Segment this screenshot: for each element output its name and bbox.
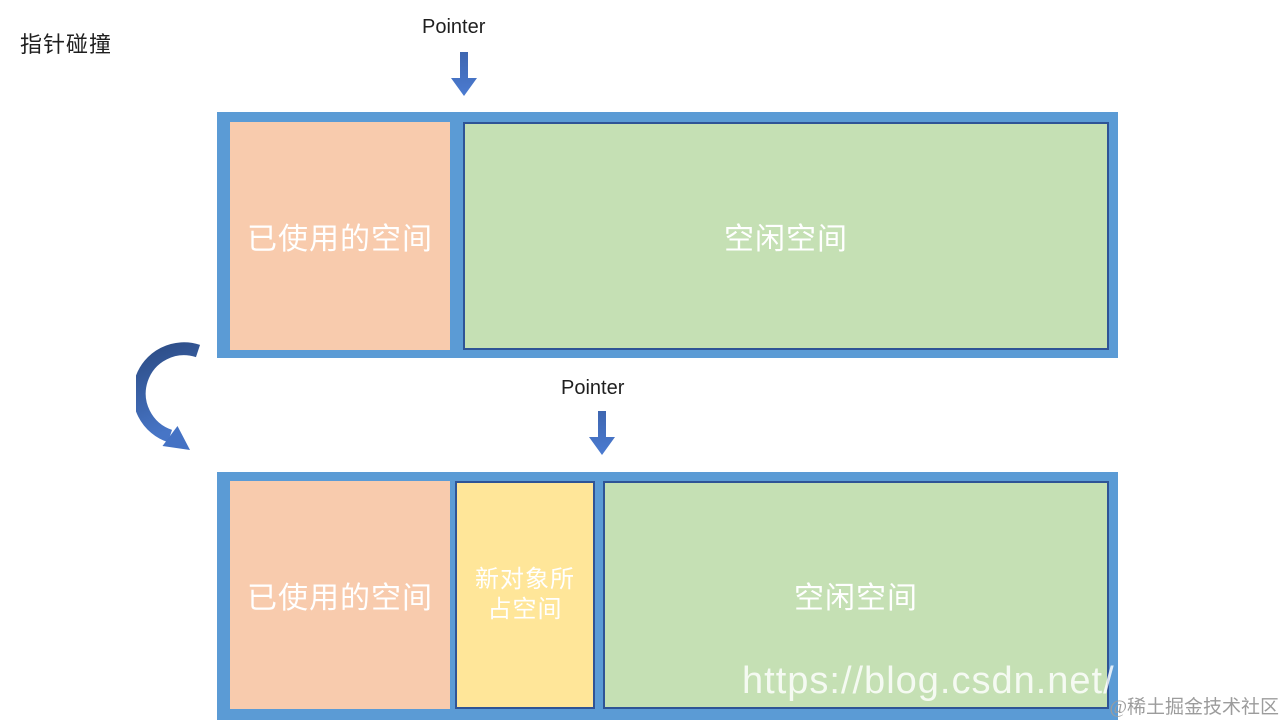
csdn-url-watermark: https://blog.csdn.net/ xyxy=(742,660,1115,702)
juejin-community-watermark: @稀土掘金技术社区 xyxy=(1109,697,1280,718)
segment-label: 空闲空间 xyxy=(794,582,918,615)
curved-transition-arrow-icon xyxy=(136,342,201,450)
segment-label: 空闲空间 xyxy=(724,223,848,256)
segment-free-space: 空闲空间 xyxy=(463,122,1109,350)
segment-label: 新对象所占空间 xyxy=(475,566,575,623)
segment-used-space: 已使用的空间 xyxy=(230,481,450,709)
memory-bar-before: 已使用的空间 空闲空间 xyxy=(217,112,1118,358)
segment-new-object-space: 新对象所占空间 xyxy=(455,481,595,709)
pointer-down-arrow-top-icon xyxy=(451,52,477,96)
pointer-label-bottom: Pointer xyxy=(561,377,625,399)
pointer-label-top: Pointer xyxy=(422,16,486,38)
pointer-down-arrow-bottom-icon xyxy=(589,411,615,455)
segment-used-space: 已使用的空间 xyxy=(230,122,450,350)
segment-label: 已使用的空间 xyxy=(247,223,433,256)
page-title: 指针碰撞 xyxy=(20,32,113,57)
memory-bar-after: 已使用的空间 新对象所占空间 空闲空间 xyxy=(217,472,1118,720)
segment-label: 已使用的空间 xyxy=(247,582,433,615)
segment-free-space: 空闲空间 xyxy=(603,481,1109,709)
